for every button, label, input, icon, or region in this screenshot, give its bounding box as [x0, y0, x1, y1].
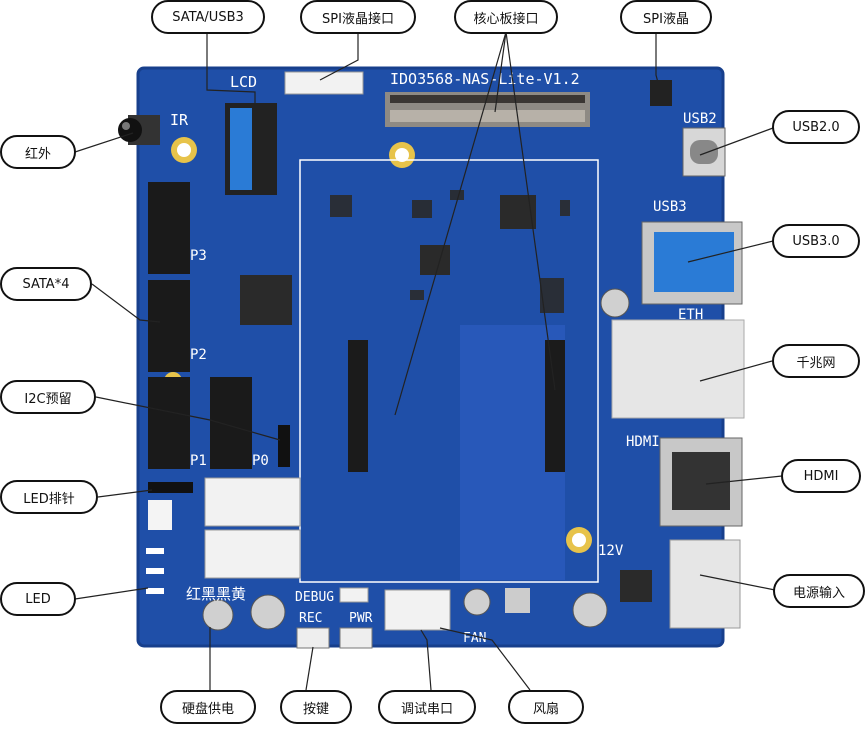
callout-buttons: 按键 [280, 690, 352, 724]
silk-model: IDO3568-NAS-Lite-V1.2 [390, 70, 580, 88]
core-connector-right [545, 340, 565, 472]
callout-usb2: USB2.0 [772, 110, 860, 144]
silk-p1: P1 [190, 453, 207, 469]
silk-p2: P2 [190, 347, 207, 363]
capacitors [202, 288, 630, 631]
silk-hdmi: HDMI [626, 434, 660, 450]
spi-lcd-connector [650, 80, 672, 106]
mounting-holes [164, 137, 592, 553]
silk-lcd: LCD [230, 73, 257, 91]
silk-debug: DEBUG [295, 590, 334, 605]
callout-sata-usb3: SATA/USB3 [151, 0, 265, 34]
silk-usb2: USB2 [683, 111, 717, 127]
callout-fan: 风扇 [508, 690, 584, 724]
dc-power-jack [669, 539, 741, 629]
callout-led: LED [0, 582, 76, 616]
debug-uart-connector [339, 587, 369, 603]
silk-usb3: USB3 [653, 199, 687, 215]
leds [146, 500, 172, 594]
callout-debug-uart: 调试串口 [378, 690, 476, 724]
callout-spi-lcd-connector: SPI液晶接口 [300, 0, 416, 34]
fan-connector [384, 589, 451, 631]
callout-gigabit-ethernet: 千兆网 [772, 344, 860, 378]
callout-hdd-power: 硬盘供电 [160, 690, 256, 724]
ethernet-port [611, 319, 745, 419]
callout-core-board-connector: 核心板接口 [454, 0, 558, 34]
silk-ir: IR [170, 111, 189, 129]
callout-power-input: 电源输入 [773, 574, 865, 608]
silk-rec: REC [299, 611, 322, 626]
hdd-power-connectors [204, 477, 301, 579]
led-header [148, 482, 193, 493]
core-board-outline [299, 159, 599, 583]
callout-sata4: SATA*4 [0, 267, 92, 301]
core-connector-left [348, 340, 368, 472]
sata-ports [148, 182, 252, 469]
silk-p0: P0 [252, 453, 269, 469]
silk-brand: 红黑黑黄 [186, 585, 246, 603]
silk-12v: 12V [598, 543, 624, 559]
callout-ir: 红外 [0, 135, 76, 169]
ir-receiver [118, 115, 160, 145]
sata-controller-chip [240, 275, 292, 325]
silk-p3: P3 [190, 248, 207, 264]
callout-hdmi: HDMI [781, 459, 861, 493]
silk-eth: ETH [678, 307, 703, 323]
leader-lines [74, 31, 783, 691]
callout-i2c-reserved: I2C预留 [0, 380, 96, 414]
callout-usb3: USB3.0 [772, 224, 860, 258]
buttons [296, 627, 373, 649]
lcd-connector [284, 71, 364, 95]
callout-led-header: LED排针 [0, 480, 98, 514]
silk-pwr: PWR [349, 611, 373, 626]
callout-spi-lcd: SPI液晶 [620, 0, 712, 34]
i2c-header [278, 425, 290, 467]
